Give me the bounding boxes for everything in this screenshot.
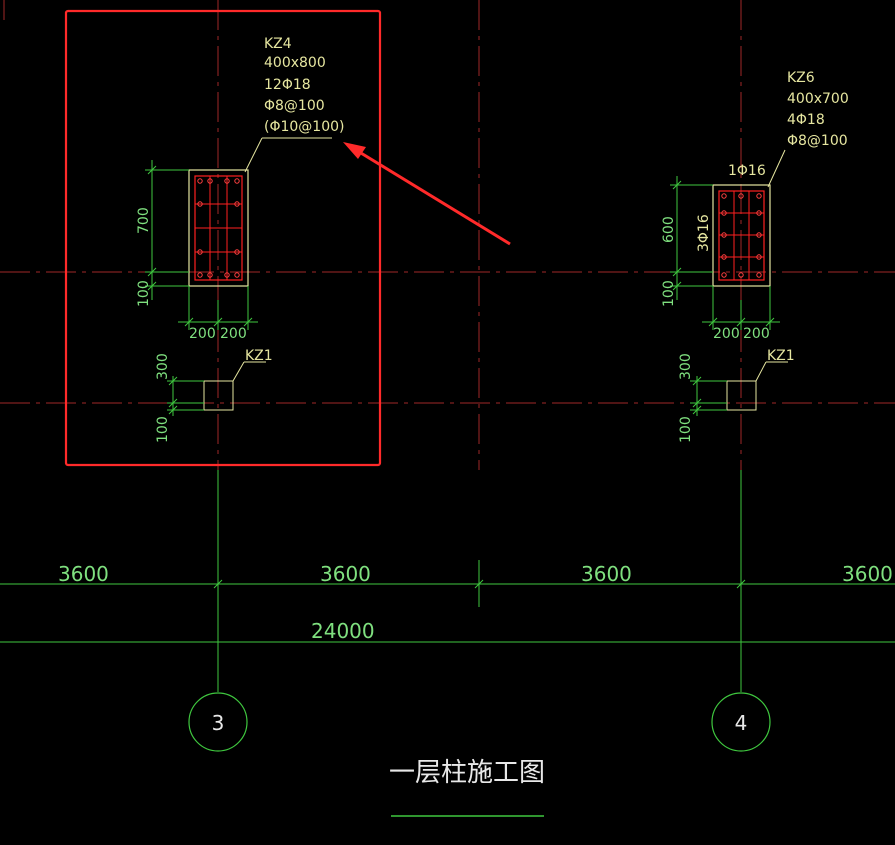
kz1-right-name: KZ1: [767, 348, 795, 364]
span-dim-2: 3600: [320, 562, 371, 586]
kz1-left-dim-bottom: 100: [155, 416, 171, 443]
axis-label-4: 4: [735, 711, 748, 735]
kz4-name: KZ4: [264, 36, 292, 52]
kz1-right-outline: [726, 380, 757, 411]
kz1-right-dim-top: 300: [678, 353, 694, 380]
kz6-name: KZ6: [787, 70, 815, 86]
column-kz4-ties: [195, 176, 242, 280]
drawing-title: 一层柱施工图: [389, 758, 545, 788]
kz6-main-bars: 4Φ18: [787, 112, 825, 128]
kz1-left-dim-top: 300: [155, 353, 171, 380]
column-kz4-outline: [188, 169, 249, 287]
kz6-dim-right: 200: [743, 326, 770, 342]
column-kz6-outline: [712, 184, 771, 287]
kz6-horizontal-dimensions: [702, 286, 780, 330]
column-kz1-right: KZ1 300 100: [678, 348, 795, 443]
kz6-dim-bottom: 100: [661, 280, 677, 307]
kz1-left-name: KZ1: [245, 348, 273, 364]
column-kz4-rebars: [197, 178, 240, 278]
kz1-right-dim-bottom: 100: [678, 416, 694, 443]
axis-label-3: 3: [212, 711, 225, 735]
span-dim-1: 3600: [58, 562, 109, 586]
kz6-dim-top: 600: [661, 216, 677, 243]
kz4-dim-left: 200: [189, 326, 216, 342]
kz4-leader: [244, 137, 263, 173]
span-dim-3: 3600: [581, 562, 632, 586]
overall-dimension-lines: [0, 470, 895, 692]
axis-bubble-4: 4: [711, 692, 771, 752]
kz6-size: 400x700: [787, 91, 849, 107]
column-kz4: KZ4 400x800 12Φ18 Φ8@100 (Φ10@100) 700 1…: [136, 36, 344, 342]
kz4-vertical-dimensions: [145, 160, 189, 300]
kz6-stirrups: Φ8@100: [787, 133, 848, 149]
kz4-horizontal-dimensions: [178, 286, 258, 330]
span-dim-4: 3600: [842, 562, 893, 586]
axis-bubble-3: 3: [188, 692, 248, 752]
column-kz1-left: KZ1 300 100: [155, 348, 273, 443]
span-dimension-labels: 3600 3600 3600 3600: [58, 562, 893, 586]
column-kz6-rebars: [721, 193, 762, 278]
kz6-dim-left: 200: [713, 326, 740, 342]
kz4-main-bars: 12Φ18: [264, 77, 311, 93]
kz4-stirrups-alt: (Φ10@100): [264, 119, 344, 135]
total-dimension: 24000: [311, 619, 375, 643]
kz4-dim-bottom: 100: [136, 280, 152, 307]
kz6-leader: [767, 149, 786, 188]
kz6-vertical-dimensions: [670, 176, 713, 300]
kz1-left-outline: [203, 380, 234, 411]
kz4-stirrups: Φ8@100: [264, 98, 325, 114]
kz6-top-bar: 1Φ16: [728, 163, 766, 179]
kz4-size: 400x800: [264, 55, 326, 71]
kz6-side-bar: 3Φ16: [696, 214, 712, 252]
column-kz6: KZ6 400x700 4Φ18 Φ8@100 1Φ16 3Φ16 600 10…: [661, 70, 849, 342]
kz4-dim-right: 200: [220, 326, 247, 342]
highlight-box: [64, 9, 382, 467]
highlight-arrow: [343, 142, 511, 246]
kz4-dim-top: 700: [136, 207, 152, 234]
